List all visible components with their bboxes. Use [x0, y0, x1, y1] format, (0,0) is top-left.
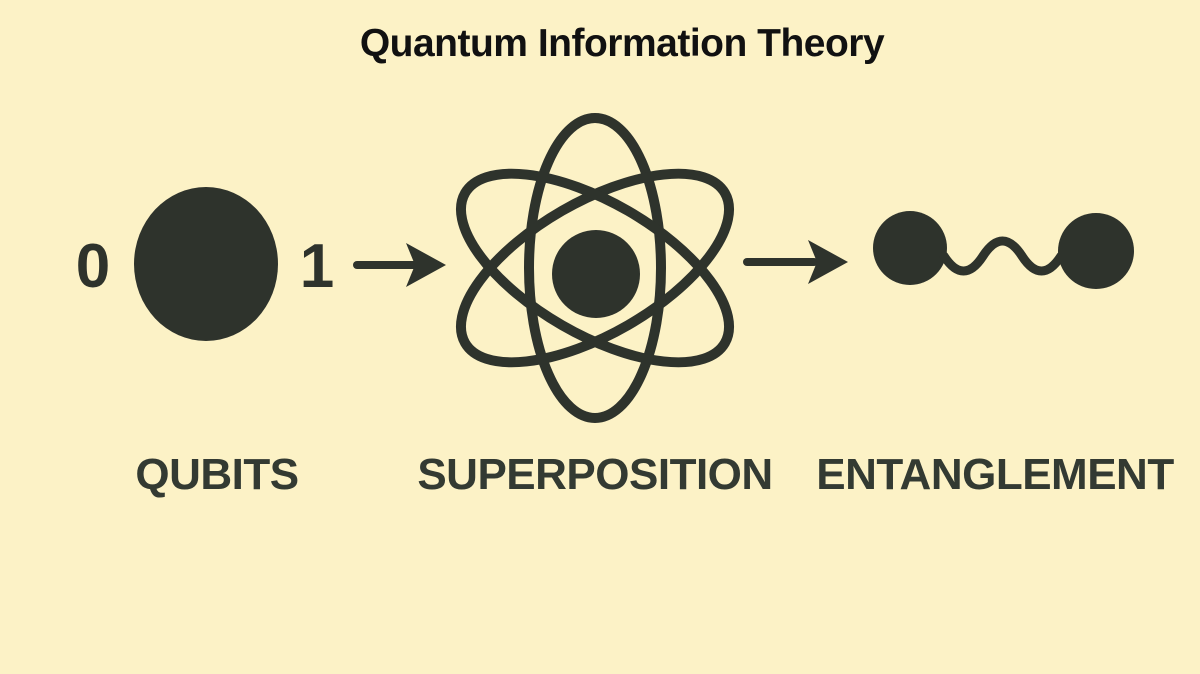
- qubit-sphere-icon: [134, 187, 278, 341]
- qubits-label: QUBITS: [135, 450, 299, 499]
- page-title: Quantum Information Theory: [359, 22, 885, 65]
- qubit-state-one-label: 1: [299, 232, 335, 301]
- superposition-label: SUPERPOSITION: [417, 450, 773, 499]
- atom-nucleus-icon: [552, 230, 640, 318]
- right-arrow-icon: [353, 243, 446, 287]
- entanglement-wave-icon: [939, 236, 1066, 276]
- entanglement-label: ENTANGLEMENT: [816, 450, 1174, 499]
- right-arrow-icon: [743, 240, 848, 284]
- atom-icon: [455, 113, 735, 423]
- qubit-state-zero-label: 0: [75, 232, 111, 301]
- entangled-particles-icon: [873, 211, 1134, 289]
